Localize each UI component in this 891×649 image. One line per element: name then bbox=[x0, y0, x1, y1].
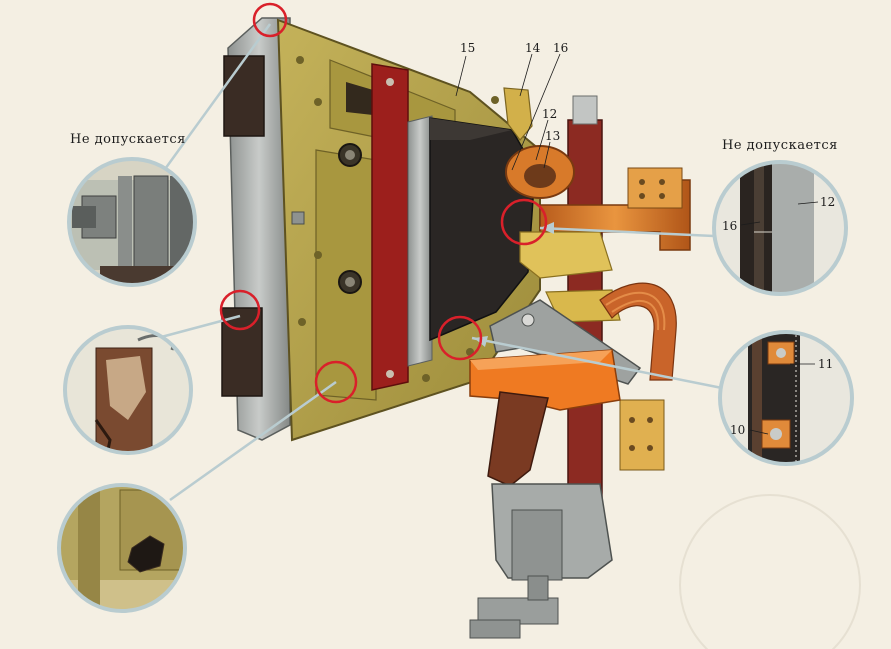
latch-14 bbox=[503, 87, 533, 141]
part-label-16: 16 bbox=[553, 41, 568, 55]
detail-label-10: 10 bbox=[730, 423, 745, 437]
rivet bbox=[386, 78, 394, 86]
detail-label-11: 11 bbox=[818, 357, 833, 371]
red-side-bar bbox=[371, 63, 409, 391]
rivet bbox=[422, 374, 430, 382]
rivet bbox=[296, 56, 304, 64]
detail-chute-edge bbox=[712, 160, 848, 296]
terminal-bolt bbox=[647, 417, 653, 423]
braid-strand bbox=[611, 300, 660, 331]
faint-ring-watermark bbox=[679, 494, 861, 649]
callout-right: Не допускается bbox=[722, 138, 838, 153]
contact-ring-inner bbox=[524, 164, 556, 188]
part-label-14: 14 bbox=[525, 41, 541, 55]
drive-stem bbox=[527, 575, 549, 601]
detail-label-12: 12 bbox=[820, 195, 835, 209]
braid-strand bbox=[605, 291, 666, 331]
contactor-assembly bbox=[221, 17, 691, 639]
rivet bbox=[314, 251, 322, 259]
rivet bbox=[298, 318, 306, 326]
orange-arm-face bbox=[470, 350, 612, 370]
part-label-15: 15 bbox=[460, 41, 475, 55]
insulator-rod-cap bbox=[572, 95, 598, 125]
callout-left: Не допускается bbox=[70, 132, 186, 147]
terminal-bolt bbox=[629, 445, 635, 451]
terminal-bolt bbox=[659, 179, 665, 185]
part-leaders bbox=[455, 53, 561, 171]
detail-bolt-nut bbox=[67, 157, 197, 287]
terminal-bolt bbox=[647, 445, 653, 451]
upper-bracket bbox=[223, 55, 265, 137]
terminal-block bbox=[627, 167, 683, 209]
rivet bbox=[314, 98, 322, 106]
clip bbox=[291, 211, 305, 225]
brown-lever bbox=[487, 391, 549, 487]
drive-block bbox=[511, 509, 563, 581]
pivot-pin bbox=[521, 313, 535, 327]
part-label-13: 13 bbox=[545, 129, 560, 143]
part-label-12: 12 bbox=[542, 107, 557, 121]
bolt bbox=[345, 277, 355, 287]
leader-lines bbox=[149, 23, 723, 502]
terminal-bolt bbox=[639, 193, 645, 199]
yellow-bracket bbox=[519, 231, 613, 279]
terminal-bolt bbox=[639, 179, 645, 185]
arrow-head bbox=[540, 222, 554, 234]
highlight-rings bbox=[219, 2, 548, 404]
rivet bbox=[386, 370, 394, 378]
rivet bbox=[491, 96, 499, 104]
detail-label-16: 16 bbox=[722, 219, 737, 233]
arc-chute-shade bbox=[430, 118, 512, 140]
detail-burned-bracket bbox=[63, 325, 193, 455]
detail-leaders bbox=[740, 201, 819, 435]
terminal-bolt bbox=[659, 193, 665, 199]
drive-foot bbox=[469, 619, 521, 639]
steel-strip bbox=[407, 115, 433, 367]
detail-hole bbox=[57, 483, 187, 613]
lower-terminal bbox=[619, 399, 665, 471]
bolt bbox=[345, 150, 355, 160]
terminal-bolt bbox=[629, 417, 635, 423]
